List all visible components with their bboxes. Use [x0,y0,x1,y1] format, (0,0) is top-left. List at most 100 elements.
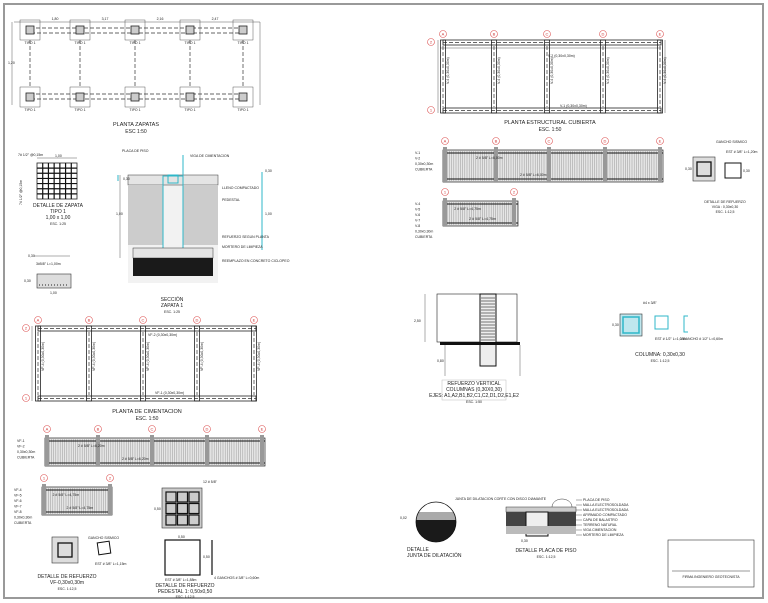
axis-label: C [142,318,145,323]
svg-text:DETALLE DE ZAPATA: DETALLE DE ZAPATA [33,203,84,209]
firma-label: FIRMA INGENIERO GEOTECNISTA [682,575,740,579]
svg-text:REFUERZO SEGUN PLANTA: REFUERZO SEGUN PLANTA [222,235,270,239]
axis-label: E [253,318,256,323]
svg-text:JUNTA DE DILATACIÓN: JUNTA DE DILATACIÓN [407,552,462,559]
placa-label: PLACA DE PISO [583,498,610,502]
beam-label: VF-4 (0,30x0,30m) [41,342,45,371]
column-stub [205,435,209,466]
beam-label: CUBIERTA [17,456,35,460]
svg-text:0,30: 0,30 [685,167,692,171]
stirrup [165,491,177,503]
svg-text:0,30: 0,30 [28,254,35,258]
detalle-refuerzo-vf: GANCHO SISMICO EST # 3/8" L=1,15m DETALL… [37,536,126,591]
axis-label: B [88,318,91,323]
beam-label: V-4 (0,30x0,30m) [663,57,667,84]
axis-bubble [43,425,51,433]
svg-text:EST # 3/8" L=1,15m: EST # 3/8" L=1,15m [95,562,127,566]
beam-label: V-6 [415,213,420,217]
beam-elevation [44,437,266,467]
bar-label: 2 # 5/8" L=6,20m [122,457,149,461]
svg-text:ESC. 1:12,5: ESC. 1:12,5 [176,595,195,599]
column-stub [96,435,100,466]
svg-text:ESC. 1:25: ESC. 1:25 [50,222,66,226]
axis-bubble [94,425,102,433]
axis-bubble [22,394,30,402]
axis-bubble [599,30,607,38]
svg-text:ESC. 1:50: ESC. 1:50 [466,400,482,404]
axis-bubble [193,316,201,324]
svg-text:0,30: 0,30 [521,539,528,543]
beam-label: V-4 (0,30x0,30m) [606,57,610,84]
column-line [600,39,606,114]
axis-bubble [656,137,664,145]
stirrup [188,514,200,526]
svg-text:1 GANCHO # 1/2" L=0,60m: 1 GANCHO # 1/2" L=0,60m [680,337,723,341]
beam-label: VF-4 (0,30x0,30m) [92,342,96,371]
svg-text:DETALLE DE REFUERZO: DETALLE DE REFUERZO [704,200,746,204]
column-stub [443,147,447,182]
svg-text:TIPO 1: TIPO 1 [50,209,66,215]
pedestal [185,25,195,35]
placa-label: TERRENO NATURAL [583,523,617,527]
column-stub [42,484,46,515]
svg-text:SECCIÓN: SECCIÓN [161,296,184,303]
footing-label: TIPO 1 [184,108,195,112]
svg-text:0,30: 0,30 [265,169,272,173]
footing-label: TIPO 1 [24,108,35,112]
svg-text:1,00: 1,00 [55,154,62,158]
axis-bubble [40,474,48,482]
beam-label: V-4 (0,30x0,30m) [550,57,554,84]
pedestal [25,92,35,102]
column-stub [150,435,154,466]
beam-label: 0,30x0,30m [415,162,433,166]
axis-bubble [427,38,435,46]
svg-text:0,80: 0,80 [437,359,444,363]
svg-text:ESC. 1:25: ESC. 1:25 [164,310,180,314]
pedestal [238,92,248,102]
axis-bubble [510,188,518,196]
footing [69,86,91,108]
svg-text:1,00: 1,00 [50,291,57,295]
stirrup [188,502,200,515]
column-stub [603,147,607,182]
beam-label: 0,30x0,30m [415,230,433,234]
svg-text:3#5/8" L=1,00m: 3#5/8" L=1,00m [36,262,61,266]
dim-label: 3,17 [102,17,109,21]
svg-text:1,00: 1,00 [116,212,123,216]
bar-label: 2 # 5/8" L=4,75m [67,506,94,510]
axis-label: 1 [25,396,28,401]
svg-text:COLUMNA: 0,30x0,30: COLUMNA: 0,30x0,30 [635,352,685,358]
pedestal [75,92,85,102]
svg-text:1,00 x 1,00: 1,00 x 1,00 [46,215,71,221]
axis-label: 2 [109,476,112,481]
axis-bubble [106,474,114,482]
footing [232,86,254,108]
svg-text:4 GANCHOS # 3/8" L=0,60m: 4 GANCHOS # 3/8" L=0,60m [214,576,259,580]
junta-dilatacion-detail: JUNTA DE DILATACION CORTE CON DISCO DIAM… [400,497,547,559]
seccion-zapata: 1,00 1,00 0,30 0,30 PLACA DE PISO VIGA D… [116,149,290,314]
column-stub [108,484,112,515]
axis-bubble [492,137,500,145]
svg-text:ESC. 1:50: ESC. 1:50 [539,127,562,133]
svg-text:EST # 1/2" L=1,08m: EST # 1/2" L=1,08m [655,337,687,341]
svg-text:REEMPLAZO EN CONCRETO CICLOPEO: REEMPLAZO EN CONCRETO CICLOPEO [222,259,290,263]
svg-text:V-1 (0,30x0,30m): V-1 (0,30x0,30m) [560,104,587,108]
svg-text:ESC. 1:12,5: ESC. 1:12,5 [537,555,556,559]
sheet-border [3,3,764,599]
beam-label: V-4 (0,30x0,30m) [446,57,450,84]
svg-text:1,20: 1,20 [8,61,15,65]
svg-text:#4 x 3/8": #4 x 3/8" [643,301,657,305]
axis-label: D [196,318,199,323]
planta-cimentacion: VF-2 (0,30x0,30m) VF-1 (0,30x0,30m) PLAN… [22,316,261,422]
beam-label: CUBIERTA [415,235,433,239]
svg-text:1,00: 1,00 [265,212,272,216]
placa-label: VIGA CIMENTACION [583,528,617,532]
axis-label: C [151,427,154,432]
axis-label: 1 [444,190,447,195]
svg-text:ESC. 1:12,5: ESC. 1:12,5 [651,359,670,363]
svg-text:ESC. 1:50: ESC. 1:50 [136,416,159,422]
axis-label: D [604,139,607,144]
beam-label: VF-2 [17,445,25,449]
beam-label: V-1 [415,151,420,155]
